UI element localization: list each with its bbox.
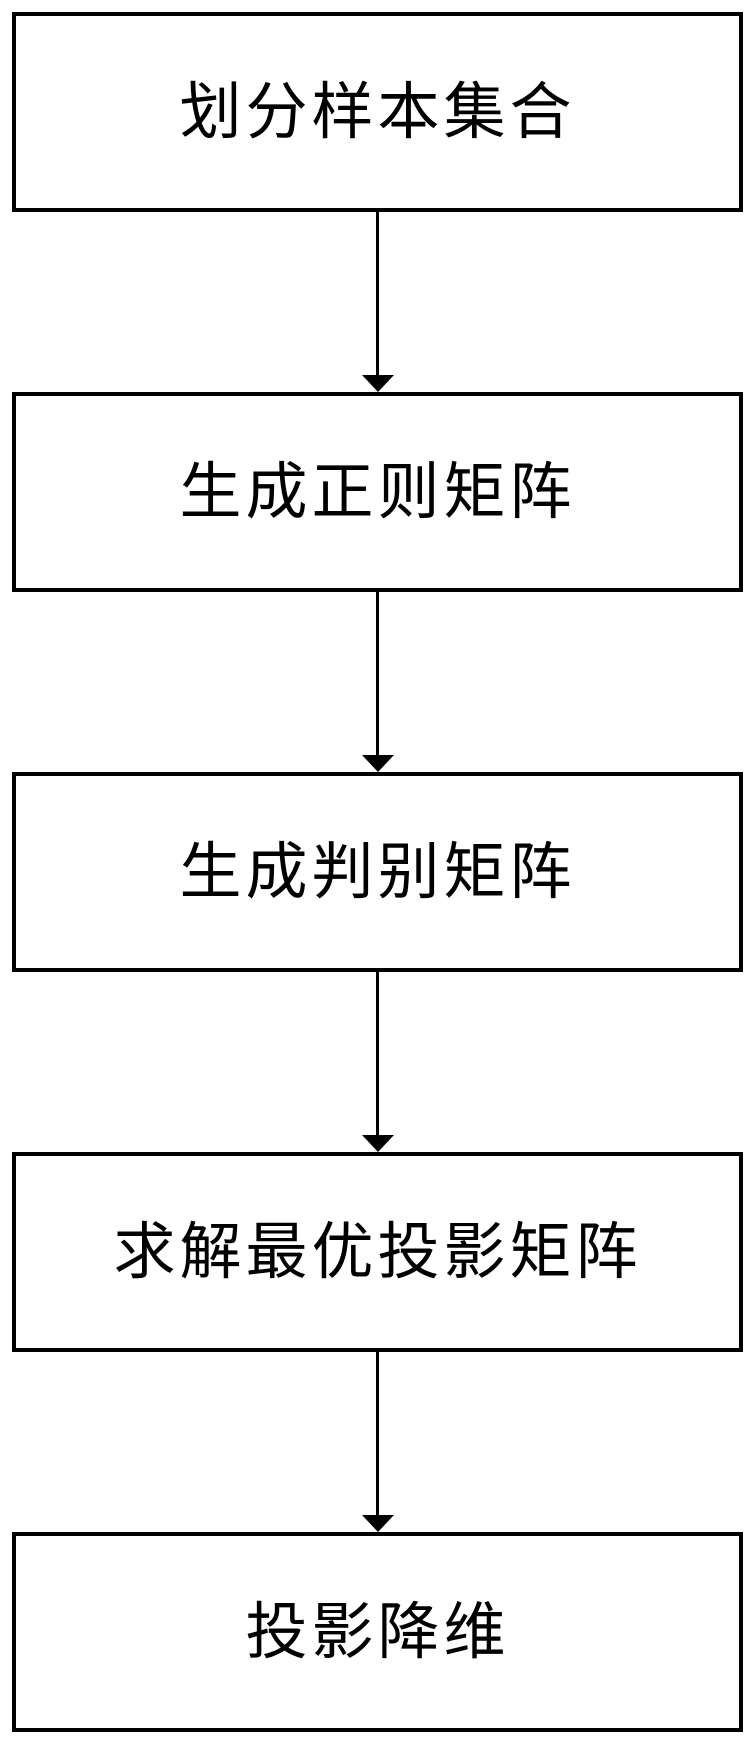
flow-step-label: 划分样本集合 (179, 75, 576, 148)
connector-2 (12, 592, 743, 772)
flow-step-projection-dimension-reduction: 投影降维 (12, 1532, 743, 1732)
flow-step-generate-regular-matrix: 生成正则矩阵 (12, 392, 743, 592)
connector-1 (12, 212, 743, 392)
arrow-down-icon (361, 1135, 394, 1152)
flowchart-column: 划分样本集合 生成正则矩阵 生成判别矩阵 求解最优投影矩阵 投影 (12, 12, 743, 1732)
flow-step-solve-optimal-projection-matrix: 求解最优投影矩阵 (12, 1152, 743, 1352)
arrow-line (376, 212, 379, 375)
flow-step-label: 生成判别矩阵 (179, 835, 576, 908)
flow-step-label: 投影降维 (245, 1595, 510, 1668)
arrow-down-icon (361, 1515, 394, 1532)
connector-4 (12, 1352, 743, 1532)
connector-3 (12, 972, 743, 1152)
arrow-down-icon (361, 755, 394, 772)
arrow-line (376, 1352, 379, 1515)
flow-step-generate-discriminant-matrix: 生成判别矩阵 (12, 772, 743, 972)
arrow-line (376, 592, 379, 755)
arrow-line (376, 972, 379, 1135)
flow-step-divide-sample-set: 划分样本集合 (12, 12, 743, 212)
arrow-down-icon (361, 375, 394, 392)
flow-step-label: 求解最优投影矩阵 (113, 1215, 642, 1288)
flow-step-label: 生成正则矩阵 (179, 455, 576, 528)
